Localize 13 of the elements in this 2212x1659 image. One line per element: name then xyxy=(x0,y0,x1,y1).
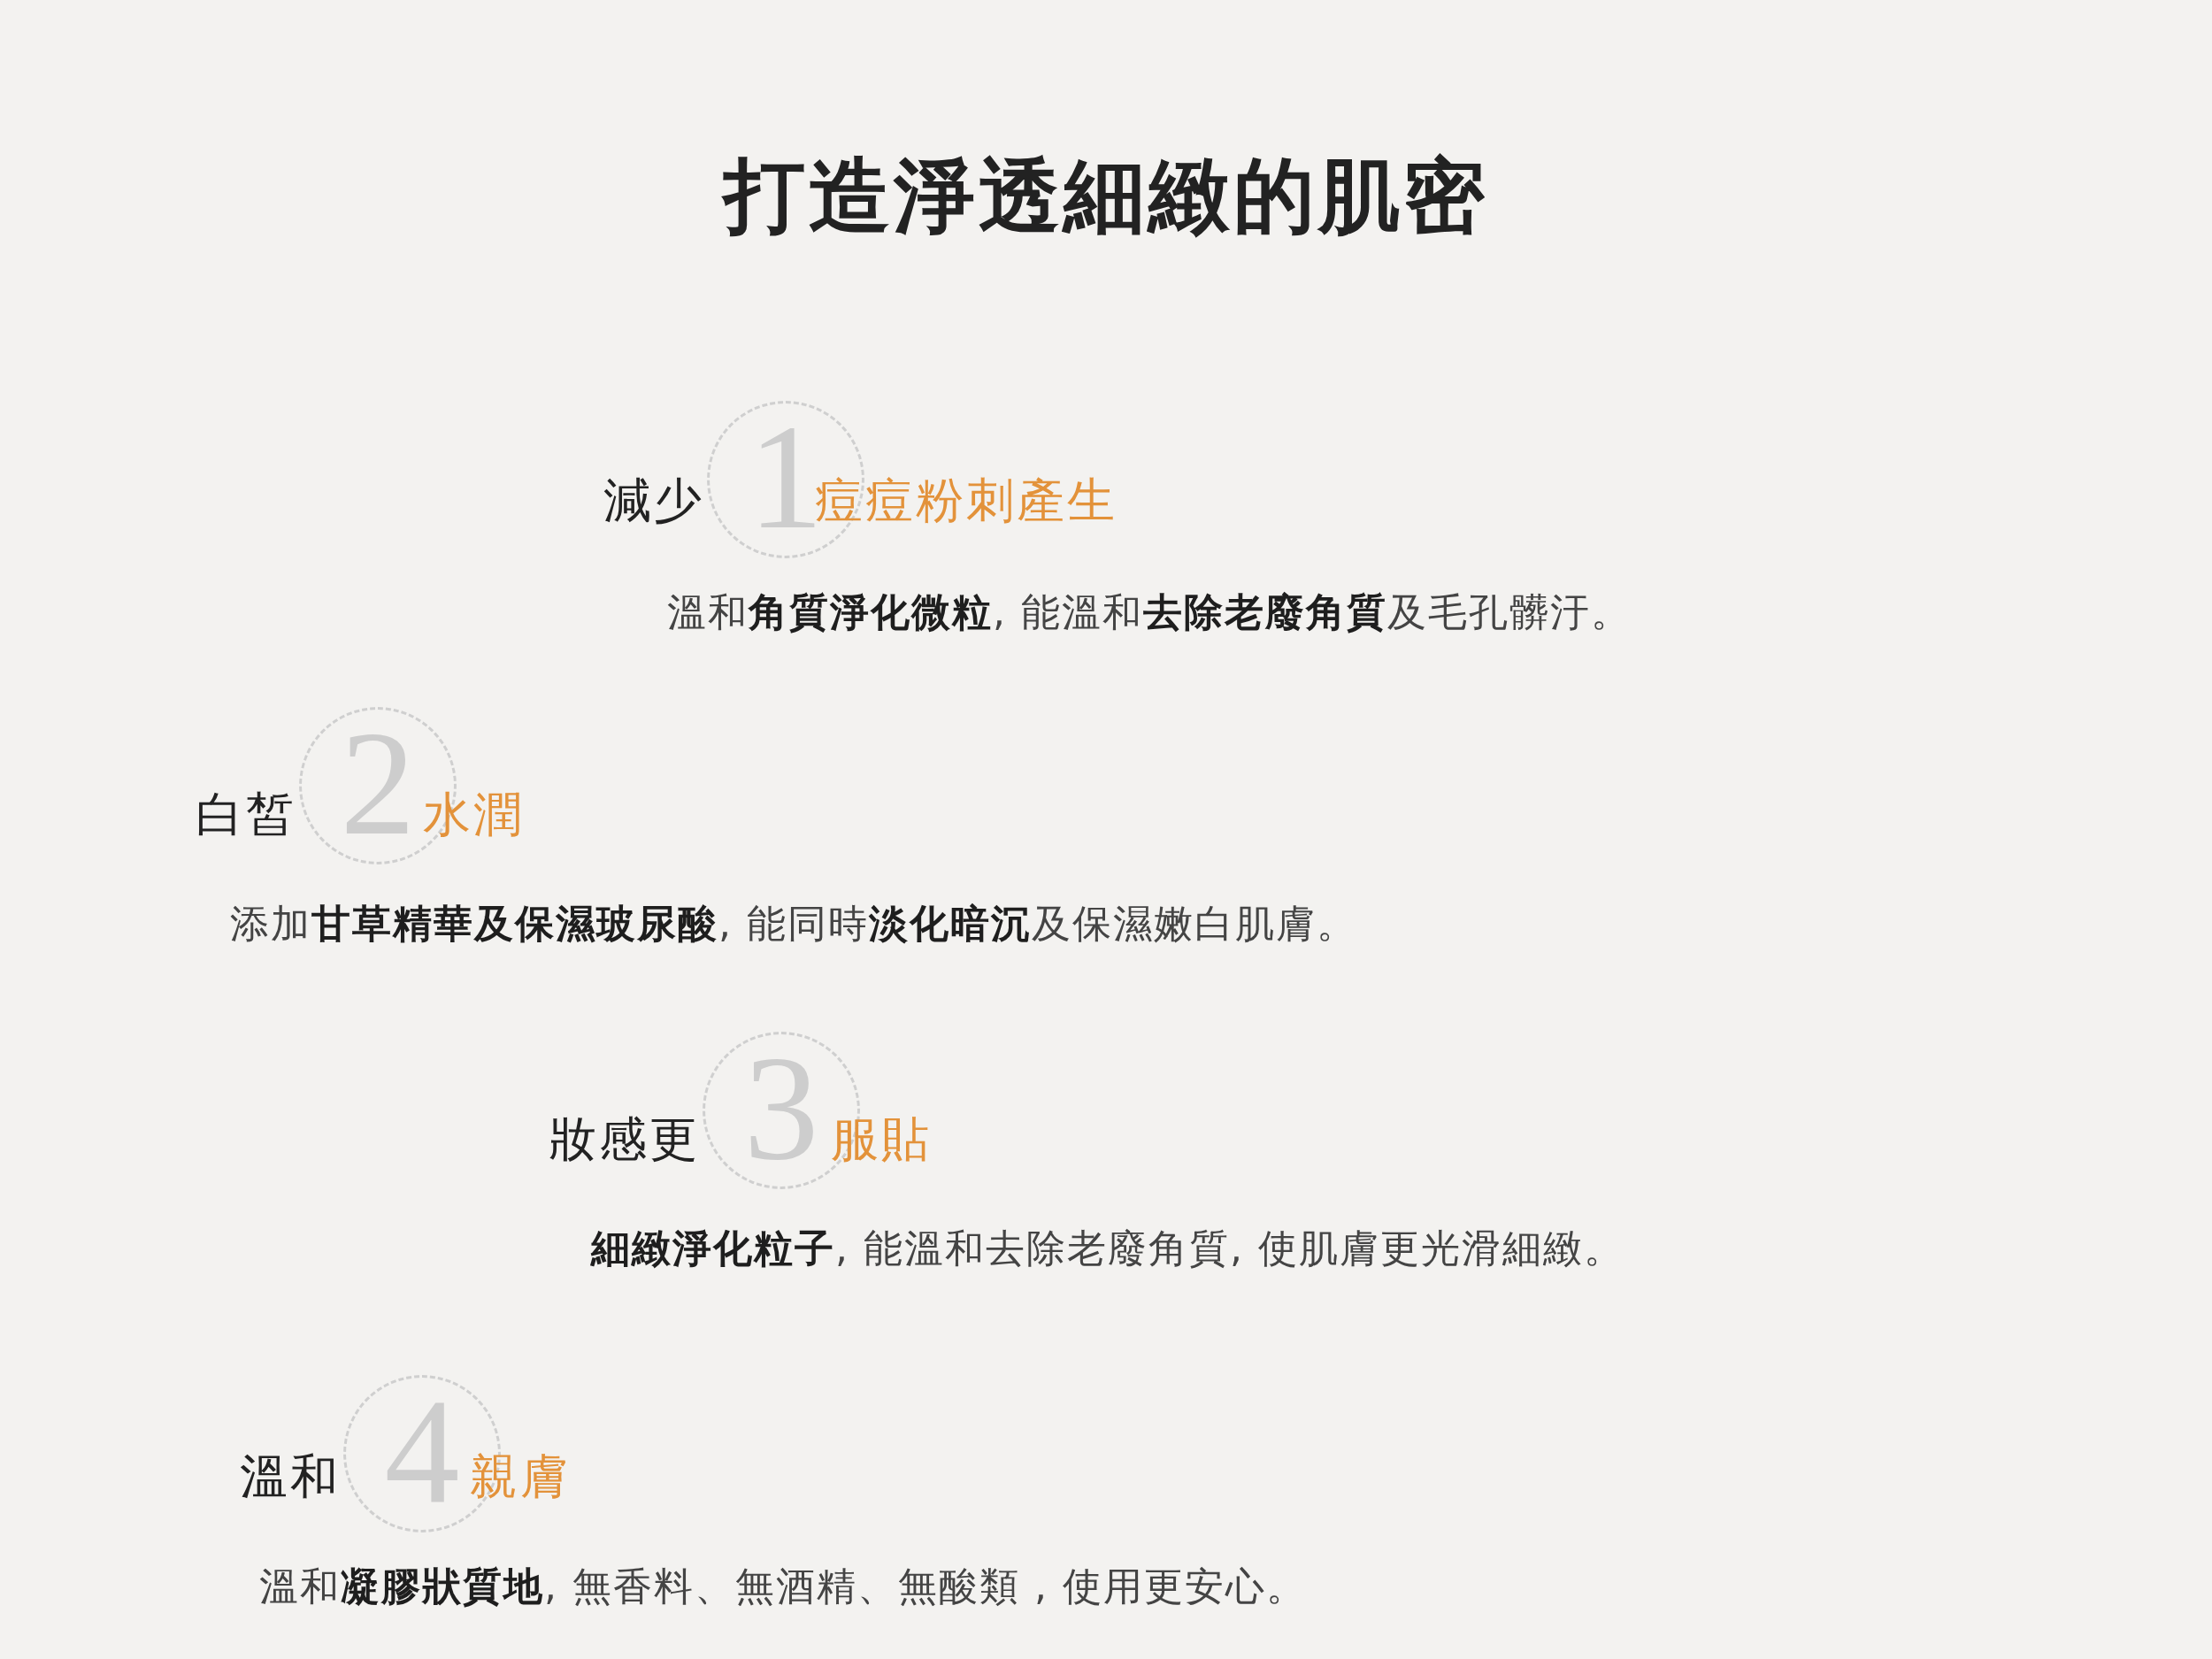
step-description: 細緻淨化粒子, 能溫和去除老廢角質, 使肌膚更光滑細緻。 xyxy=(591,1225,1624,1272)
step-heading: 白皙 xyxy=(196,786,296,844)
step-heading: 服貼 xyxy=(831,1110,932,1169)
step-circle xyxy=(707,401,864,558)
step-heading: 親膚 xyxy=(470,1448,571,1506)
step-description: 溫和凝膠狀質地, 無香料、無酒精、無酸類 , 使用更安心。 xyxy=(259,1563,1307,1610)
step-description: 添加甘草精華及保濕玻尿酸, 能同時淡化暗沉及保濕嫩白肌膚。 xyxy=(230,900,1357,948)
step-heading: 妝感更 xyxy=(549,1110,700,1169)
step-heading: 減少 xyxy=(603,472,704,530)
page-title: 打造淨透細緻的肌密 xyxy=(0,142,2212,251)
step-heading: 水潤 xyxy=(423,786,524,844)
step-heading: 溫和 xyxy=(240,1448,341,1506)
step-description: 溫和角質淨化微粒, 能溫和去除老廢角質及毛孔髒汙。 xyxy=(667,588,1632,636)
